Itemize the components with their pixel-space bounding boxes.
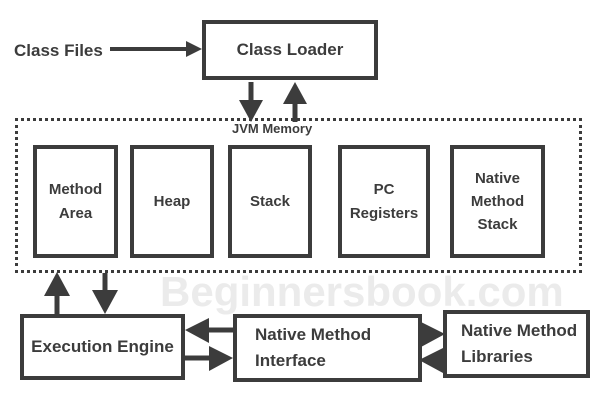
arrow-class-loader-up — [283, 82, 307, 122]
jvm-memory-label: JVM Memory — [232, 121, 313, 136]
execution-engine-box[interactable]: Execution Engine — [20, 314, 185, 380]
memory-box-stack[interactable]: Stack — [228, 145, 312, 258]
arrow-nmi-to-libraries — [421, 322, 445, 347]
arrow-nmi-to-execution — [185, 318, 233, 343]
arrow-execution-to-nmi — [185, 346, 233, 371]
arrow-memory-to-execution-down — [92, 273, 118, 314]
native-method-libraries-box[interactable]: Native Method Libraries — [443, 310, 590, 378]
arrow-memory-to-execution-up — [44, 272, 70, 314]
jvm-memory-region — [15, 118, 582, 273]
arrow-class-files-to-class-loader — [110, 41, 202, 57]
class-files-label: Class Files — [14, 41, 103, 60]
memory-box-pc-registers[interactable]: PC Registers — [338, 145, 430, 258]
memory-box-native-method-stack[interactable]: Native Method Stack — [450, 145, 545, 258]
watermark-text: Beginnersbook.com — [160, 268, 564, 315]
native-method-interface-box[interactable]: Native Method Interface — [233, 314, 422, 382]
class-loader-box[interactable]: Class Loader — [202, 20, 378, 80]
memory-box-heap[interactable]: Heap — [130, 145, 214, 258]
arrow-class-loader-down — [239, 82, 263, 122]
arrow-libraries-to-nmi — [419, 348, 443, 373]
memory-box-method-area[interactable]: Method Area — [33, 145, 118, 258]
